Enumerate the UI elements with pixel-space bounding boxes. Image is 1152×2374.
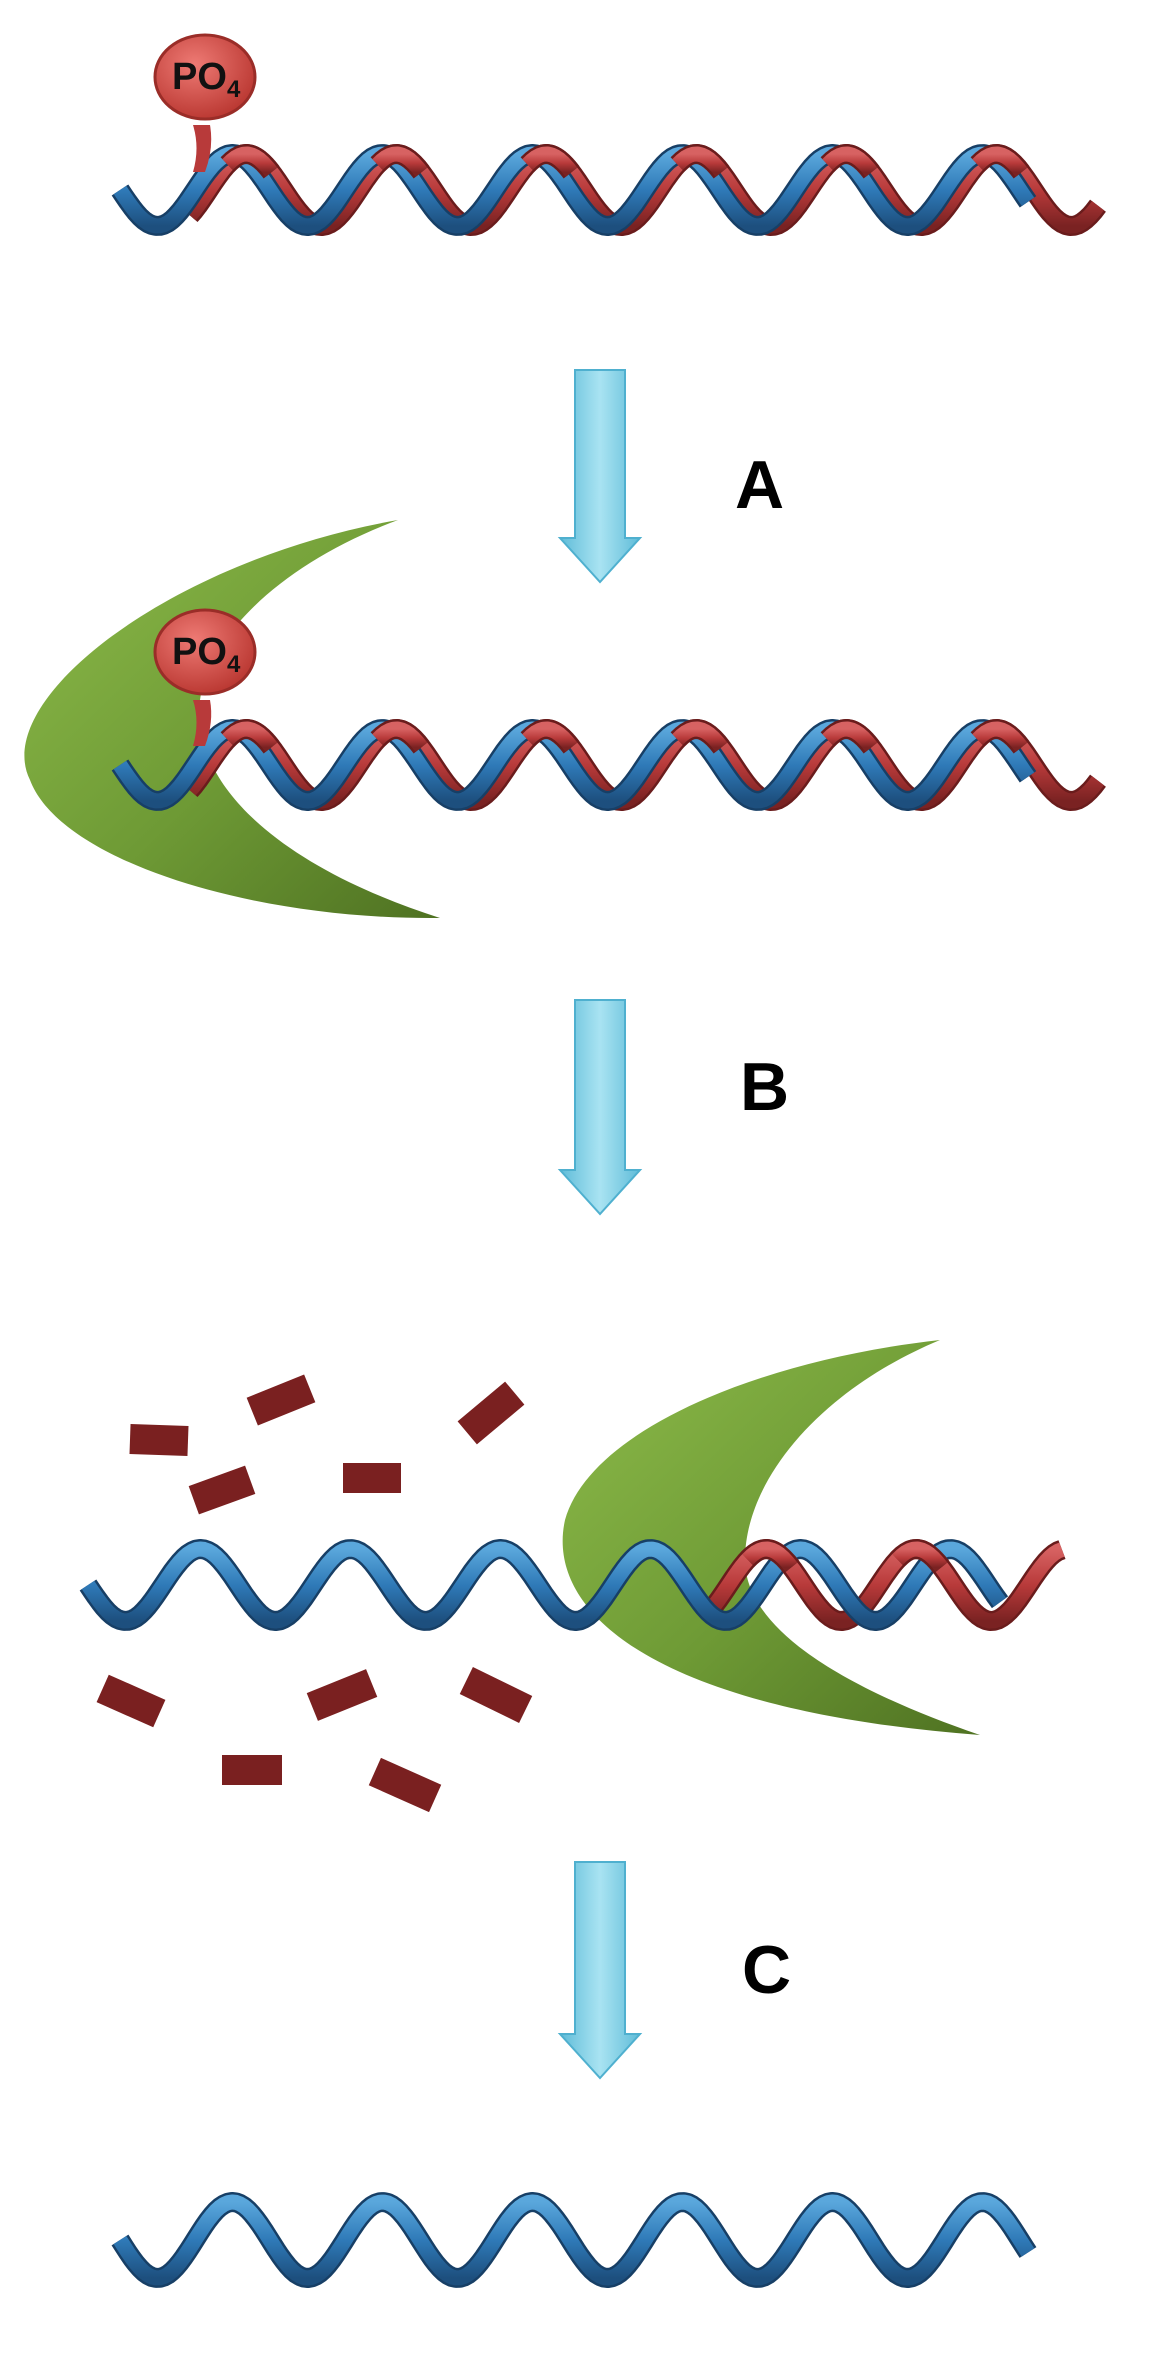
strand-backbone: [372, 146, 428, 177]
arrow-b: B: [557, 999, 789, 1216]
strand-backbone: [113, 721, 1035, 809]
exonuclease-enzyme: [24, 520, 440, 919]
phosphate-label: PO: [172, 56, 227, 98]
nucleotide-fragment: [222, 1755, 282, 1785]
phosphate-tag: PO 4: [153, 608, 257, 746]
strand-backbone: [222, 721, 278, 752]
strand-backbone: [672, 721, 728, 752]
nucleotide-fragment: [368, 1757, 442, 1813]
phosphorylated-strand-front: [220, 144, 1030, 179]
phosphorylated-strand: [182, 719, 1106, 811]
strand-backbone: [822, 721, 878, 752]
strand-backbone: [822, 146, 878, 177]
strand-backbone: [742, 1541, 798, 1572]
template-strand: [79, 1539, 1009, 1631]
strand-backbone: [184, 146, 1104, 234]
phosphate-subscript: 4: [227, 651, 241, 678]
phosphorylated-dsdna: PO 4: [111, 33, 1106, 236]
strand-backbone: [522, 721, 578, 752]
single-stranded-dna: [111, 2192, 1037, 2288]
nucleotide-fragment: [343, 1463, 401, 1493]
phosphate-tag: PO 4: [153, 33, 257, 172]
released-nucleotides: [96, 1374, 533, 1813]
step-label-b: B: [740, 1049, 789, 1125]
phosphorylated-strand-front: [220, 719, 1030, 754]
strand-backbone: [113, 2194, 1035, 2286]
strand-backbone: [372, 721, 428, 752]
strand-backbone: [672, 146, 728, 177]
exonuclease-enzyme: [562, 1340, 980, 1735]
strand-backbone: [972, 721, 1028, 752]
nucleotide-fragment: [457, 1381, 525, 1445]
template-strand: [111, 719, 1037, 811]
nucleotide-fragment: [129, 1423, 189, 1457]
partially-digested-strand-front: [740, 1539, 950, 1574]
strand-backbone: [892, 1541, 948, 1572]
nucleotide-fragment: [306, 1669, 378, 1721]
nucleotide-fragment: [459, 1667, 533, 1723]
digestion-in-progress: [79, 1340, 1068, 1813]
phosphorylated-strand: [182, 144, 1106, 236]
strand-backbone: [113, 146, 1035, 234]
phosphate-subscript: 4: [227, 76, 241, 103]
step-label-a: A: [735, 447, 784, 523]
step-label-c: C: [742, 1932, 791, 2008]
phosphate-label: PO: [172, 631, 227, 673]
enzyme-bound-dsdna: PO 4: [24, 520, 1106, 919]
strand-backbone: [522, 146, 578, 177]
nucleotide-fragment: [246, 1374, 316, 1426]
nucleotide-fragment: [188, 1465, 256, 1515]
arrow-a: A: [557, 369, 784, 584]
strand-backbone: [81, 1541, 1007, 1629]
strand-backbone: [972, 146, 1028, 177]
arrow-c: C: [557, 1861, 791, 2080]
template-strand: [111, 144, 1037, 236]
nucleotide-fragment: [96, 1674, 166, 1728]
strand-backbone: [222, 146, 278, 177]
template-strand: [111, 2192, 1037, 2288]
strand-backbone: [184, 721, 1104, 809]
